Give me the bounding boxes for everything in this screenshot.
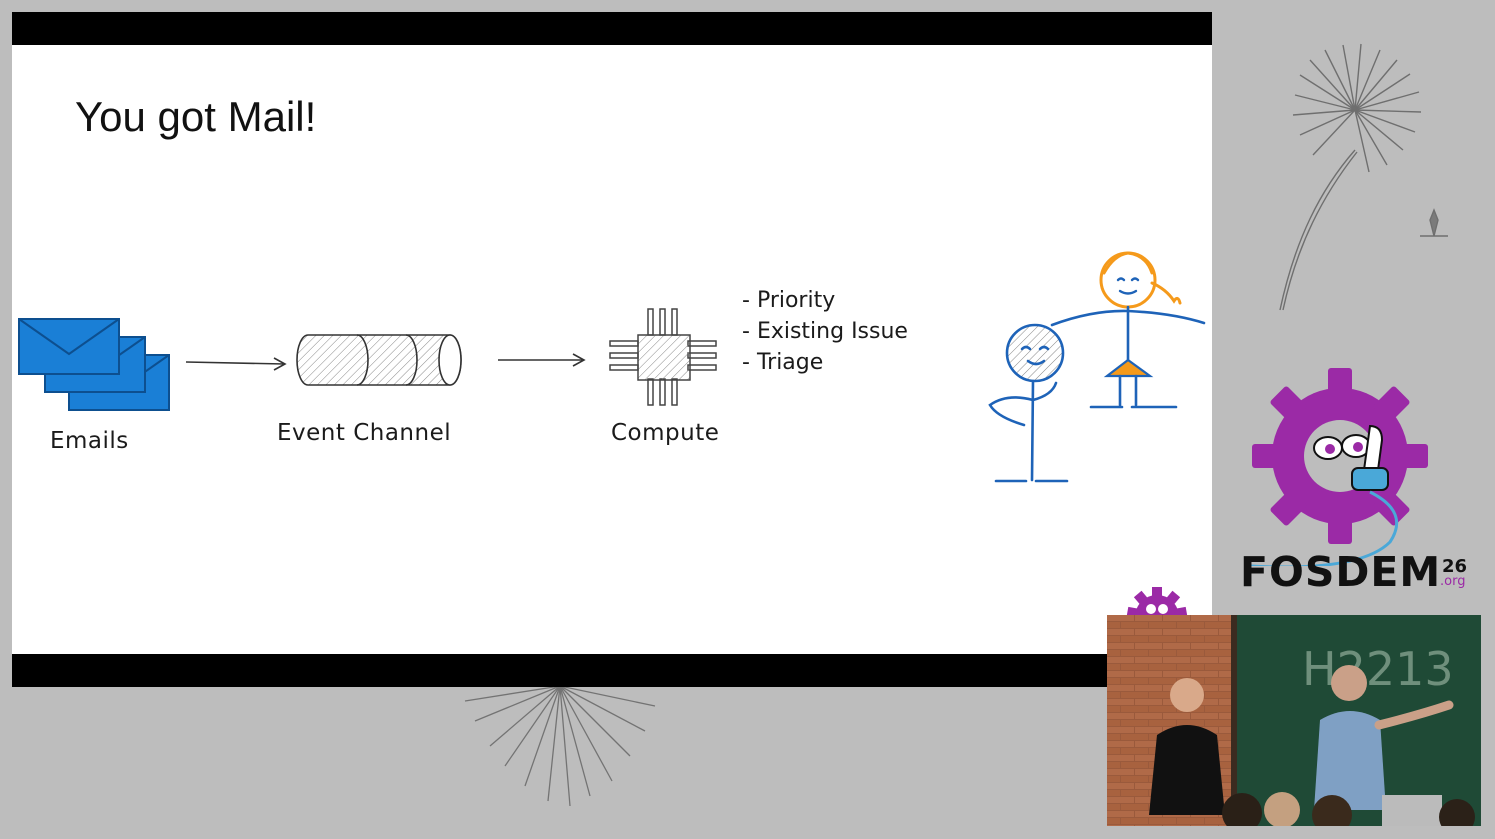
chip-icon [609,308,717,406]
list-item: Triage [742,347,908,378]
envelope-stack-icon [18,318,170,411]
fosdem-gear-logo-icon [1250,368,1428,566]
fosdem-wordmark: FOSDEM [1240,548,1442,596]
thinking-person-icon [988,323,1069,483]
arrow-icon [185,357,287,371]
flow-diagram [18,251,1206,483]
list-item: Priority [742,285,908,316]
firework-decoration-icon [464,685,656,807]
small-gear-icon [1126,587,1188,617]
node-label-compute: Compute [611,420,720,446]
compute-notes-list: Priority Existing Issue Triage [742,285,908,378]
speaker-camera-feed: H2213 [1107,615,1481,826]
woman-stick-figure-icon [1050,251,1206,409]
node-label-emails: Emails [50,428,129,454]
board-text: H2213 [1302,642,1454,696]
slide: You got Mail! [12,45,1212,654]
slide-title: You got Mail! [75,93,317,140]
node-label-event-channel: Event Channel [277,420,452,446]
camera-scene: H2213 [1107,615,1481,826]
cylinder-icon [296,334,462,386]
slide-frame: You got Mail! [12,12,1212,687]
fosdem-tld: .org [1440,574,1466,589]
arrow-icon [498,353,586,367]
fosdem-year: 26 [1442,556,1468,577]
list-item: Existing Issue [742,316,908,347]
firework-decoration-icon [1279,43,1448,311]
